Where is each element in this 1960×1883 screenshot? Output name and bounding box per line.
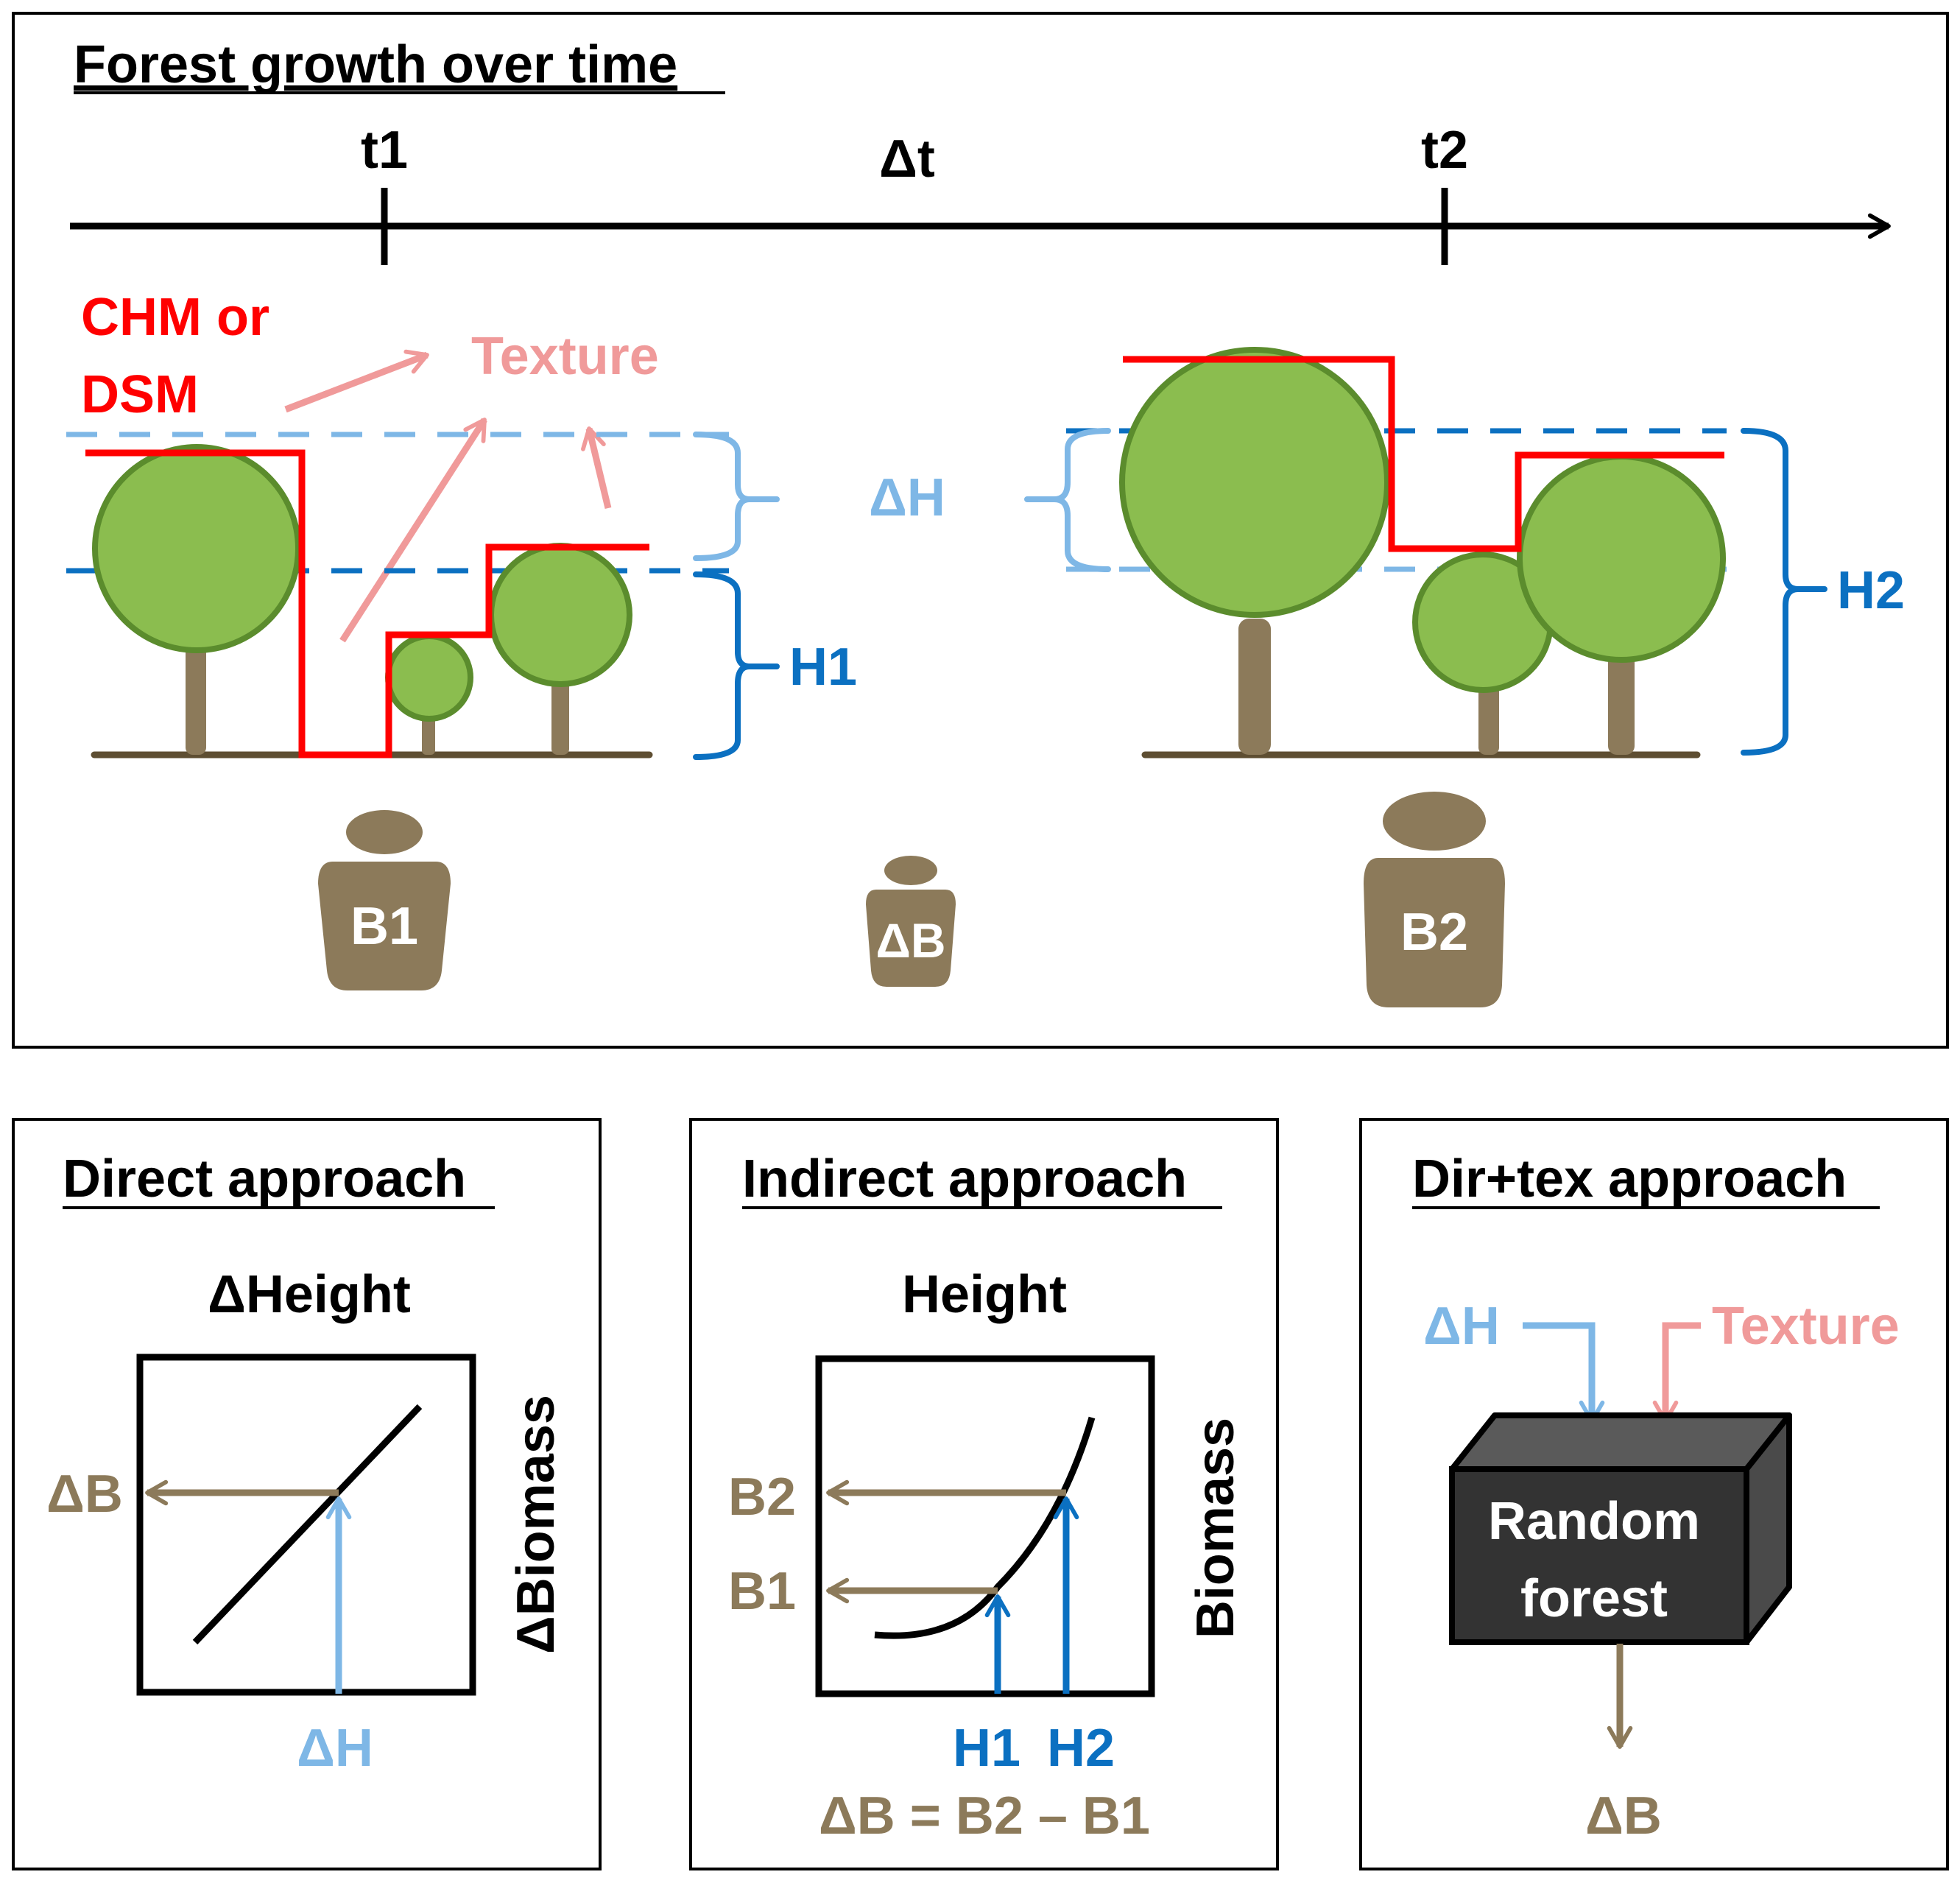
- tree-trunk-t2-a: [1238, 619, 1271, 755]
- indirect-allometric-curve: [874, 1416, 1096, 1639]
- indirect-formula: ΔB = B2 – B1: [819, 1787, 1150, 1845]
- direct-regression-line: [192, 1404, 423, 1645]
- dirtex-dh-arrow: [1523, 1322, 1605, 1423]
- direct-input-label: ΔH: [297, 1719, 373, 1778]
- bracket-h1: [693, 571, 780, 760]
- tree-trunk-t1-a: [186, 633, 206, 755]
- indirect-panel-title: Indirect approach: [742, 1150, 1187, 1208]
- indirect-x-label: Height: [902, 1265, 1067, 1324]
- direct-panel-title: Direct approach: [63, 1150, 466, 1208]
- random-forest-label-line2: forest: [1520, 1569, 1668, 1628]
- top-panel-title: Forest growth over time: [74, 35, 677, 94]
- bracket-delta-h-t1: [693, 432, 780, 561]
- dirtex-texture-arrow: [1652, 1322, 1701, 1423]
- weight-b1: [318, 810, 451, 990]
- indirect-b1-label: B1: [728, 1562, 796, 1621]
- chm-profile-t1: [85, 449, 649, 759]
- tree-crown-t1-a: [92, 444, 301, 653]
- dirtex-output-label: ΔB: [1585, 1787, 1662, 1845]
- texture-arrow-2: [339, 418, 487, 643]
- direct-output-label: ΔB: [46, 1465, 123, 1524]
- direct-y-label: ΔBiomass: [507, 1395, 565, 1654]
- weight-label-delta-b: ΔB: [875, 913, 945, 968]
- texture-label-top: Texture: [471, 327, 659, 386]
- dirtex-panel-frame: [1359, 1118, 1949, 1870]
- dirtex-input-texture-label: Texture: [1712, 1297, 1900, 1356]
- h1-label-top: H1: [789, 638, 857, 697]
- bracket-delta-h-t2: [1024, 428, 1111, 572]
- direct-panel-frame: [12, 1118, 602, 1870]
- chm-label-line1: CHM or: [81, 288, 269, 347]
- direct-plot-box: [136, 1354, 476, 1696]
- tree-crown-t1-c: [488, 543, 632, 687]
- timeline-label-t1: t1: [361, 121, 408, 180]
- dirtex-panel-title: Dir+tex approach: [1412, 1150, 1847, 1208]
- top-panel-frame: [12, 12, 1949, 1049]
- indirect-h2-label: H2: [1047, 1719, 1115, 1778]
- dirtex-input-dh-label: ΔH: [1423, 1297, 1500, 1356]
- tree-crown-t1-b: [385, 633, 473, 722]
- chm-label-line2: DSM: [81, 365, 199, 424]
- indirect-panel-frame: [689, 1118, 1279, 1870]
- timeline-label-delta-t: Δt: [879, 130, 935, 189]
- texture-arrow-1: [284, 349, 429, 413]
- weight-label-b2: B2: [1400, 903, 1468, 962]
- texture-arrow-3: [581, 426, 612, 510]
- tree-trunk-t2-c: [1608, 641, 1635, 755]
- bracket-h2: [1741, 428, 1827, 756]
- chm-profile-t2: [1123, 356, 1724, 552]
- tree-crown-t2-c: [1517, 454, 1726, 663]
- random-forest-box: [1449, 1412, 1792, 1645]
- indirect-b2-label: B2: [728, 1468, 796, 1527]
- indirect-plot-box: [815, 1355, 1155, 1697]
- h2-label-top: H2: [1837, 561, 1905, 620]
- random-forest-label-line1: Random: [1488, 1492, 1700, 1551]
- tree-crown-t2-a: [1119, 347, 1390, 618]
- indirect-h1-label: H1: [953, 1719, 1020, 1778]
- indirect-y-label: Biomass: [1186, 1418, 1245, 1639]
- weight-b2: [1364, 792, 1505, 1007]
- direct-x-label: ΔHeight: [208, 1265, 411, 1324]
- weight-delta-b: [866, 856, 956, 987]
- timeline-label-t2: t2: [1421, 121, 1468, 180]
- delta-h-label-top: ΔH: [869, 468, 945, 527]
- weight-label-b1: B1: [350, 897, 418, 956]
